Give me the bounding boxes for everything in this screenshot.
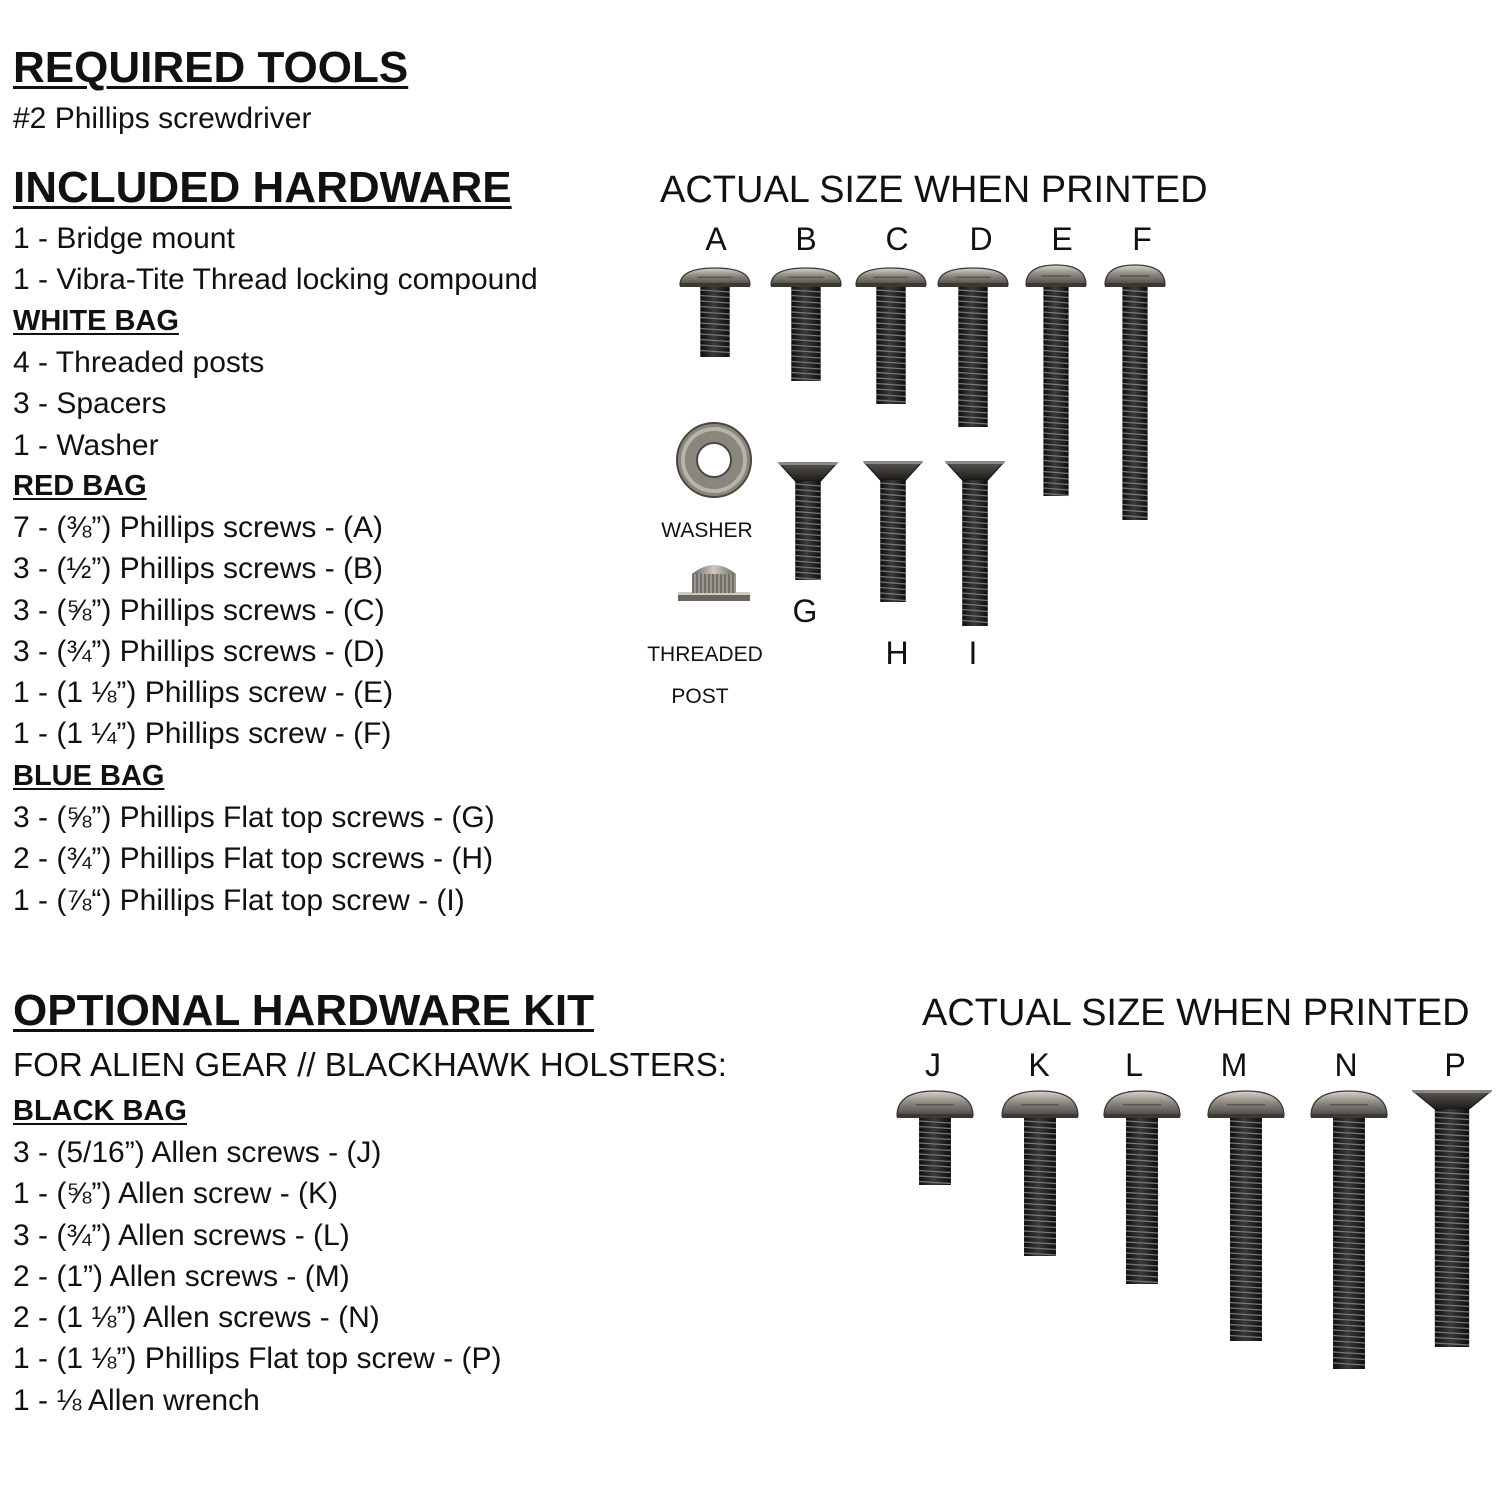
list-item: 1 - Bridge mount: [13, 222, 235, 255]
list-item: 3 - (¾”) Phillips screws - (D): [13, 634, 385, 668]
included-hardware-list: 1 - Bridge mount 1 - Vibra-Tite Thread l…: [13, 218, 538, 301]
red-bag-list: 7 - (⅜”) Phillips screws - (A) 3 - (½”) …: [13, 507, 393, 755]
screw-label-p: P: [1444, 1047, 1466, 1083]
screw-label-n: N: [1334, 1047, 1358, 1083]
list-item: 4 - Threaded posts: [13, 346, 265, 379]
black-bag-list: 3 - (5/16”) Allen screws - (J) 1 - (⅝”) …: [13, 1132, 501, 1421]
screw-label-k: K: [1028, 1047, 1050, 1083]
screw-label-a: A: [705, 221, 727, 257]
washer-icon: [676, 422, 752, 498]
list-item: 2 - (1 ⅛”) Allen screws - (N): [13, 1301, 380, 1335]
list-item: 1 - Washer: [13, 428, 159, 462]
screw-j-icon: [896, 1090, 974, 1185]
diagram-top-caption: ACTUAL SIZE WHEN PRINTED: [660, 169, 1208, 211]
screw-label-i: I: [968, 635, 978, 671]
washer-label: WASHER: [661, 519, 753, 542]
list-item: 3 - (¾”) Allen screws - (L): [13, 1218, 350, 1252]
optional-hardware-subtitle: FOR ALIEN GEAR // BLACKHAWK HOLSTERS:: [13, 1046, 727, 1083]
list-item: 2 - (¾”) Phillips Flat top screws - (H): [13, 842, 494, 876]
included-hardware-heading: INCLUDED HARDWARE: [13, 163, 512, 212]
list-item: 1 - (1 ⅛”) Phillips screw - (E): [13, 676, 394, 710]
list-item: 3 - (⅝”) Phillips screws - (C): [13, 593, 385, 627]
screw-p-icon: [1411, 1090, 1493, 1347]
screw-h-icon: [862, 461, 924, 602]
screw-k-icon: [1001, 1090, 1079, 1256]
screw-n-icon: [1310, 1090, 1388, 1369]
screw-c-icon: [855, 267, 927, 404]
threaded-post-label-line2: POST: [671, 685, 729, 708]
screw-label-g: G: [792, 593, 818, 629]
screw-m-icon: [1207, 1090, 1285, 1341]
list-item: 1 - (1 ¼”) Phillips screw - (F): [13, 717, 392, 751]
black-bag-heading: BLACK BAG: [13, 1095, 187, 1127]
screw-label-e: E: [1051, 221, 1073, 257]
screw-label-d: D: [969, 221, 993, 257]
threaded-post-icon: [678, 565, 750, 601]
list-item: 3 - (5/16”) Allen screws - (J): [13, 1136, 382, 1169]
diagram-bottom-caption: ACTUAL SIZE WHEN PRINTED: [922, 992, 1470, 1034]
screw-e-icon: [1025, 264, 1087, 497]
required-tool-item: #2 Phillips screwdriver: [13, 102, 312, 135]
screw-label-h: H: [885, 635, 909, 671]
screw-label-m: M: [1220, 1047, 1248, 1083]
screw-i-icon: [944, 461, 1006, 626]
list-item: 2 - (1”) Allen screws - (M): [13, 1259, 350, 1293]
red-bag-heading: RED BAG: [13, 470, 147, 502]
list-item: 1 - ⅛ Allen wrench: [13, 1383, 260, 1417]
list-item: 1 - (⅞“) Phillips Flat top screw - (I): [13, 883, 465, 917]
screw-d-icon: [937, 267, 1009, 427]
blue-bag-heading: BLUE BAG: [13, 760, 165, 792]
list-item: 1 - (1 ⅛”) Phillips Flat top screw - (P): [13, 1342, 502, 1376]
screw-label-f: F: [1132, 221, 1152, 257]
required-tools-heading: REQUIRED TOOLS: [13, 43, 409, 92]
list-item: 3 - Spacers: [13, 387, 167, 421]
list-item: 3 - (½”) Phillips screws - (B): [13, 552, 384, 586]
screw-label-l: L: [1125, 1047, 1143, 1083]
white-bag-list: 4 - Threaded posts 3 - Spacers 1 - Washe…: [13, 342, 264, 466]
screw-a-icon: [679, 267, 751, 357]
threaded-post-label-line1: THREADED: [647, 643, 763, 666]
screw-g-icon: [777, 462, 839, 581]
list-item: 1 - Vibra-Tite Thread locking compound: [13, 263, 538, 297]
white-bag-heading: WHITE BAG: [13, 305, 179, 337]
screw-label-j: J: [925, 1047, 941, 1083]
list-item: 7 - (⅜”) Phillips screws - (A): [13, 511, 384, 544]
blue-bag-list: 3 - (⅝”) Phillips Flat top screws - (G) …: [13, 797, 495, 921]
screw-l-icon: [1103, 1090, 1181, 1284]
list-item: 3 - (⅝”) Phillips Flat top screws - (G): [13, 801, 495, 834]
screw-label-b: B: [795, 221, 817, 257]
screw-label-c: C: [885, 221, 909, 257]
list-item: 1 - (⅝”) Allen screw - (K): [13, 1177, 339, 1211]
screw-b-icon: [770, 267, 842, 381]
screw-f-icon: [1104, 264, 1166, 520]
optional-hardware-heading: OPTIONAL HARDWARE KIT: [13, 986, 594, 1035]
